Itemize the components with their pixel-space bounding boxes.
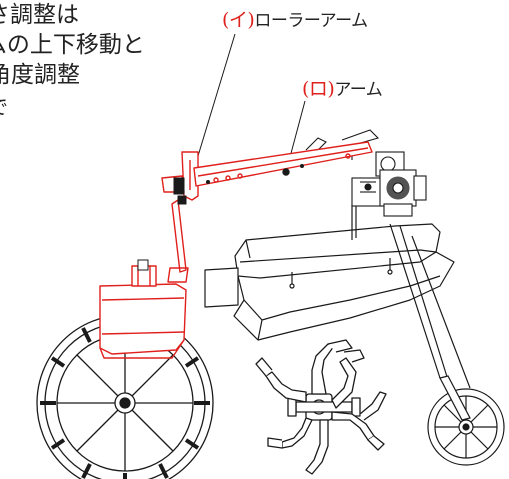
- label-roller-arm-mark: (イ): [222, 9, 255, 31]
- note-line-2: アームの上下移動と: [0, 32, 145, 58]
- label-roller-arm-text: ローラーアーム: [254, 11, 368, 31]
- label-roller-arm: (イ)ローラーアーム: [222, 9, 368, 32]
- rear-wheel: [427, 375, 505, 466]
- label-arm-text: アーム: [334, 80, 383, 100]
- rotor-tines: [255, 339, 387, 475]
- roller-assembly-highlight: [99, 141, 373, 359]
- label-arm-mark: (ロ): [302, 78, 335, 100]
- note-line-3: 角度調整: [0, 62, 80, 88]
- arm-hardware: [137, 164, 304, 271]
- label-arm: (ロ)アーム: [302, 78, 383, 101]
- note-line-1: 高さ調整は: [0, 2, 79, 28]
- note-line-4: で: [0, 92, 8, 122]
- engine-block: [305, 129, 427, 217]
- leader-line-roller-arm: [197, 33, 236, 157]
- tiller-body: [204, 205, 471, 389]
